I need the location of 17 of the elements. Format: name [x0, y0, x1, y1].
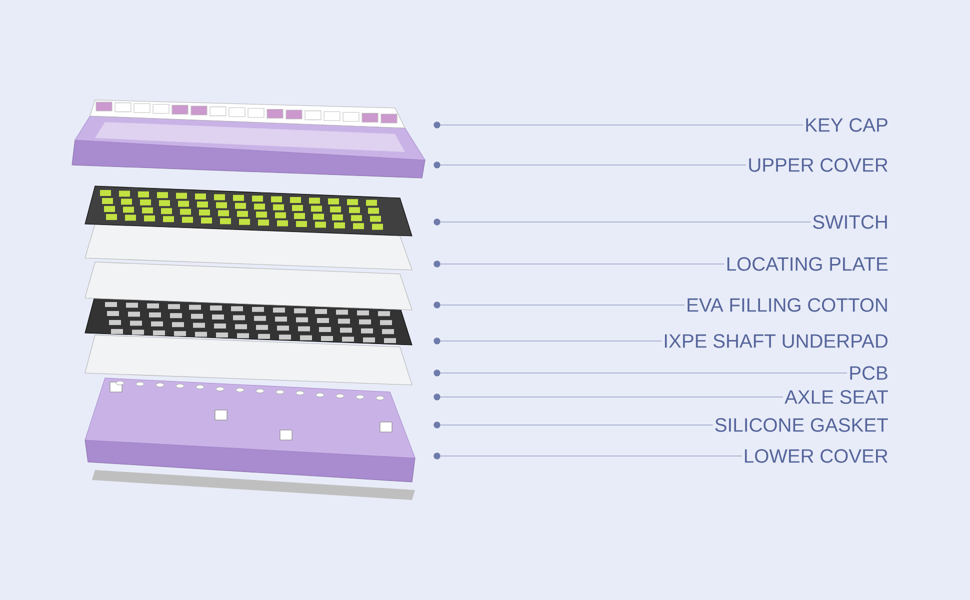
- part-label: UPPER COVER: [749, 158, 888, 172]
- leader-line: [440, 164, 746, 166]
- leader-line: [440, 124, 804, 126]
- part-label: PCB: [850, 366, 888, 380]
- part-label: LOCATING PLATE: [727, 257, 888, 271]
- part-label: AXLE SEAT: [784, 390, 888, 404]
- leader-line: [440, 304, 685, 306]
- part-label: SILICONE GASKET: [715, 418, 888, 432]
- part-label: EVA FILLING COTTON: [688, 298, 887, 312]
- part-label: SWITCH: [813, 215, 887, 229]
- leader-line: [440, 396, 784, 398]
- leader-line: [440, 372, 848, 374]
- leader-line: [440, 340, 662, 342]
- part-label: KEY CAP: [806, 118, 888, 132]
- leader-line: [440, 424, 714, 426]
- part-label: IXPE SHAFT UNDERPAD: [664, 334, 888, 348]
- part-label: LOWER COVER: [744, 449, 888, 463]
